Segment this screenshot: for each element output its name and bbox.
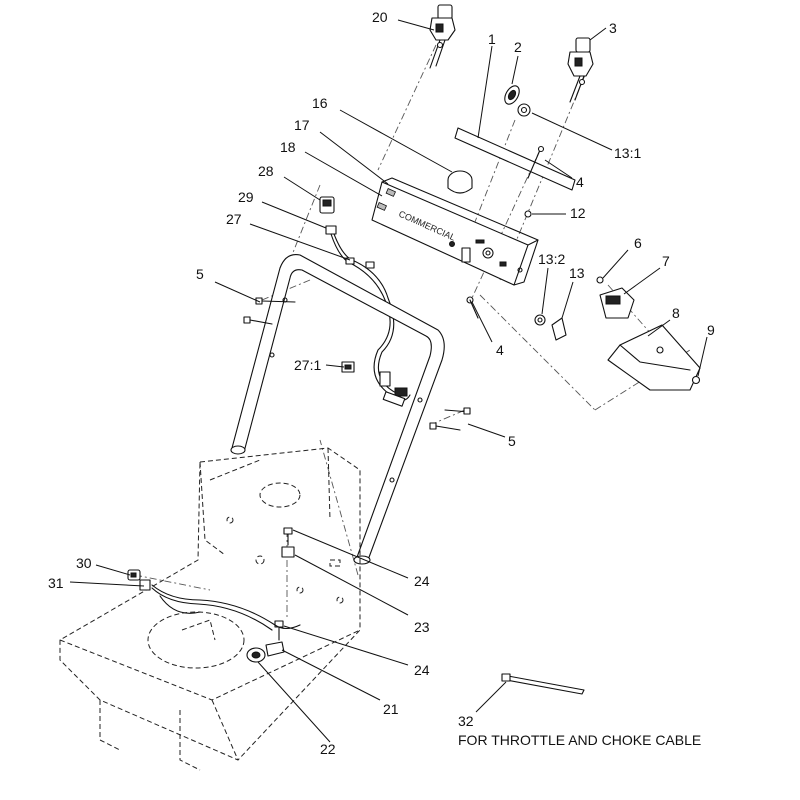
callout-1: 1 — [488, 31, 496, 47]
callout-13-1: 13:1 — [614, 145, 641, 161]
callout-27: 27 — [226, 211, 242, 227]
callout-31: 31 — [48, 575, 64, 591]
screw-part-4-upper — [527, 145, 545, 179]
clip-part-21 — [265, 641, 285, 657]
callout-21: 21 — [383, 701, 399, 717]
callout-12: 12 — [570, 205, 586, 221]
callout-2: 2 — [514, 39, 522, 55]
cable-tie-part-32 — [501, 673, 585, 695]
knob-part-2 — [504, 85, 520, 105]
key-part-16 — [447, 170, 473, 194]
upper-handle — [230, 253, 445, 565]
connector-part-29 — [325, 225, 337, 235]
callout-32: 32 — [458, 713, 474, 729]
screw-part-6 — [596, 276, 604, 284]
callout-30: 30 — [76, 555, 92, 571]
grommet-part-22 — [246, 647, 266, 663]
bolt-part-5-lower — [429, 407, 471, 431]
lower-wire-harness — [151, 584, 301, 631]
switch-part-7 — [599, 287, 635, 319]
callout-23: 23 — [414, 619, 430, 635]
nut-part-9 — [691, 375, 701, 385]
callout-29: 29 — [238, 189, 254, 205]
callout-8: 8 — [672, 305, 680, 321]
callout-5-upper: 5 — [196, 266, 204, 282]
spacer-part-23 — [281, 546, 295, 558]
bracket-part-8 — [607, 324, 701, 391]
throttle-lever-part-20 — [429, 4, 456, 69]
callout-27-1: 27:1 — [294, 357, 321, 373]
callout-4-upper: 4 — [576, 174, 584, 190]
callout-16: 16 — [312, 95, 328, 111]
callout-13-2: 13:2 — [538, 251, 565, 267]
callout-6: 6 — [634, 235, 642, 251]
callout-20: 20 — [372, 9, 388, 25]
connector-part-31 — [139, 579, 151, 591]
callout-17: 17 — [294, 117, 310, 133]
decal-part-1 — [454, 127, 576, 191]
bolt-part-24-lower — [274, 620, 284, 641]
callout-5-lower: 5 — [508, 433, 516, 449]
bolt-part-5-upper — [243, 297, 296, 325]
callout-22: 22 — [320, 741, 336, 757]
callout-24-upper: 24 — [414, 573, 430, 589]
callout-24-lower: 24 — [414, 662, 430, 678]
control-panel-part-17: COMMERCIAL — [371, 177, 539, 286]
washer-part-13-2 — [534, 314, 546, 326]
clip-part-13 — [551, 317, 567, 341]
callout-9: 9 — [707, 322, 715, 338]
callout-18: 18 — [280, 139, 296, 155]
choke-lever-part-3 — [567, 37, 594, 103]
lower-frame-dashed — [59, 447, 361, 771]
switch-part-28 — [319, 196, 335, 214]
callout-3: 3 — [609, 20, 617, 36]
callout-13: 13 — [569, 265, 585, 281]
bolt-part-24-upper — [283, 527, 293, 546]
callout-leaders — [69, 19, 708, 743]
callout-28: 28 — [258, 163, 274, 179]
connector-part-30 — [127, 569, 141, 581]
callout-labels: 20 3 1 2 13:1 4 16 17 18 28 29 27 12 13:… — [48, 9, 715, 757]
washer-part-13-1 — [517, 103, 531, 117]
callout-7: 7 — [662, 253, 670, 269]
screw-part-4-lower — [466, 296, 479, 319]
assembly-guide-lines — [134, 44, 691, 620]
nut-part-12 — [524, 210, 532, 218]
callout-4-lower: 4 — [496, 342, 504, 358]
cable-caption: FOR THROTTLE AND CHOKE CABLE — [458, 732, 701, 748]
